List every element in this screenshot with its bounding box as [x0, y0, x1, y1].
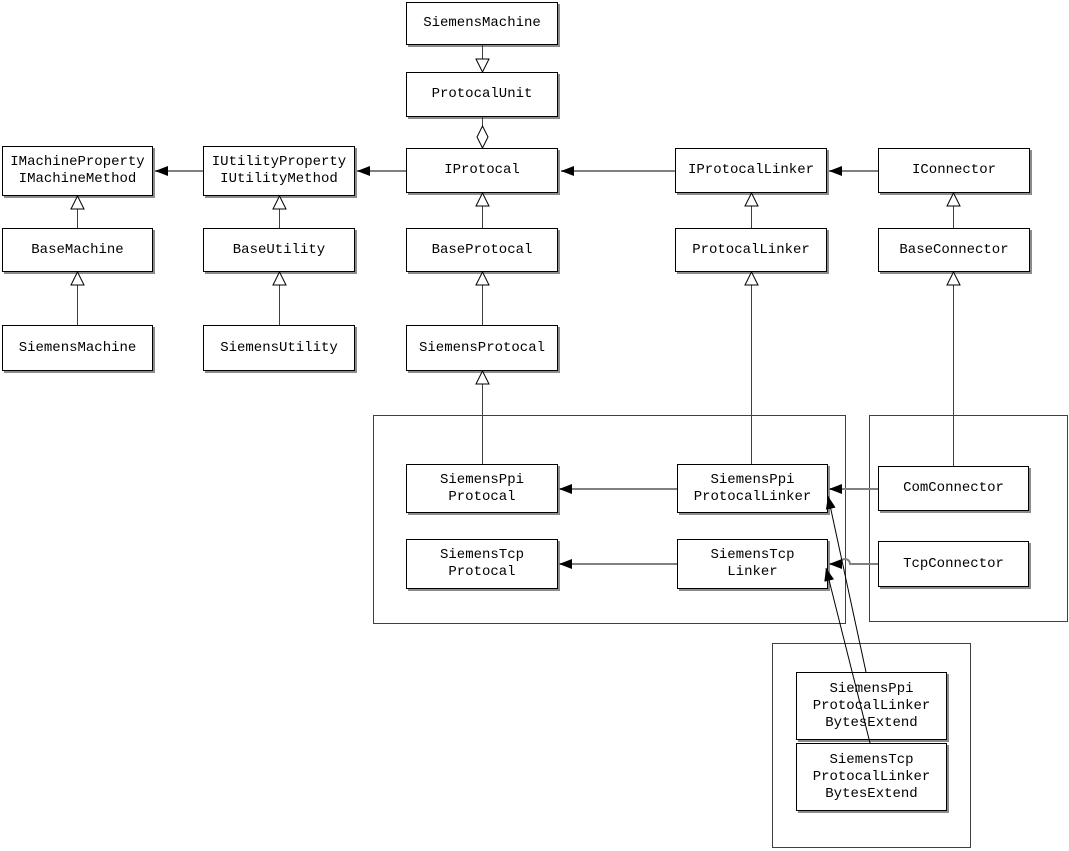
class-box-iutilityproperty-iutilitymethod[interactable]: IUtilityProperty IUtilityMethod	[203, 146, 355, 196]
class-name-label: BaseProtocal	[431, 241, 533, 258]
class-box-baseutility[interactable]: BaseUtility	[203, 228, 355, 272]
class-name-label: SiemensMachine	[423, 15, 541, 31]
class-name-label: SiemensProtocal	[418, 339, 546, 356]
class-box-siemensppi-protocallinker[interactable]: SiemensPpi ProtocalLinker	[677, 464, 828, 513]
class-box-iprotocallinker[interactable]: IProtocalLinker	[675, 148, 827, 193]
class-box-iprotocal[interactable]: IProtocal	[406, 148, 558, 193]
class-box-protocalunit[interactable]: ProtocalUnit	[406, 72, 558, 117]
class-name-label: IProtocal	[444, 162, 520, 178]
class-name-label: SiemensTcp ProtocalLinker BytesExtend	[812, 751, 931, 802]
group-frame-connectors	[869, 415, 1068, 622]
class-box-comconnector[interactable]: ComConnector	[878, 466, 1029, 511]
class-name-label: SiemensPpi ProtocalLinker BytesExtend	[812, 680, 931, 731]
group-frame-protocal-linker	[373, 415, 846, 624]
class-box-iconnector[interactable]: IConnector	[878, 148, 1030, 193]
assoc-ppibytesextend-to-ppilinker	[825, 495, 867, 673]
assoc-tcpconnector-to-tcplinker	[829, 558, 878, 569]
class-box-siemenstcp-protocallinker-bytesextend[interactable]: SiemensTcp ProtocalLinker BytesExtend	[796, 743, 947, 811]
class-box-imachineproperty-imachinemethod[interactable]: IMachineProperty IMachineMethod	[2, 146, 153, 196]
class-name-label: BaseConnector	[899, 241, 1009, 258]
aggregation-diamond	[476, 124, 489, 150]
class-box-siemenstcp-protocal[interactable]: SiemensTcp Protocal	[406, 539, 558, 589]
class-box-protocallinker[interactable]: ProtocalLinker	[675, 228, 827, 272]
class-box-siemensmachine[interactable]: SiemensMachine	[2, 325, 153, 371]
class-name-label: IMachineProperty IMachineMethod	[10, 154, 145, 187]
class-name-label: ProtocalLinker	[692, 241, 810, 258]
class-box-baseconnector[interactable]: BaseConnector	[878, 228, 1030, 272]
class-name-label: ComConnector	[903, 480, 1004, 496]
class-name-label: SiemensPpi ProtocalLinker	[693, 471, 812, 505]
class-box-siemensmachine-top[interactable]: SiemensMachine	[406, 2, 558, 45]
class-name-label: IProtocalLinker	[687, 162, 815, 178]
class-box-siemensppi-protocal[interactable]: SiemensPpi Protocal	[406, 464, 558, 513]
class-box-siemensppi-protocallinker-bytesextend[interactable]: SiemensPpi ProtocalLinker BytesExtend	[796, 672, 947, 740]
class-name-label: SiemensPpi Protocal	[439, 471, 524, 505]
class-box-siemenstcp-linker[interactable]: SiemensTcp Linker	[677, 539, 828, 589]
class-box-siemensprotocal[interactable]: SiemensProtocal	[406, 325, 558, 371]
class-name-label: SiemensUtility	[220, 339, 338, 356]
class-name-label: SiemensTcp Protocal	[439, 547, 524, 580]
class-name-label: SiemensTcp Linker	[710, 547, 795, 580]
class-box-basemachine[interactable]: BaseMachine	[2, 228, 153, 272]
class-name-label: SiemensMachine	[18, 339, 137, 356]
class-name-label: BaseMachine	[31, 241, 124, 258]
class-box-baseprotocal[interactable]: BaseProtocal	[406, 228, 558, 272]
class-box-siemensutility[interactable]: SiemensUtility	[203, 325, 355, 371]
class-name-label: BaseUtility	[232, 241, 326, 258]
class-name-label: ProtocalUnit	[431, 86, 533, 102]
hollow-arrow-down	[475, 58, 490, 74]
class-box-tcpconnector[interactable]: TcpConnector	[878, 541, 1029, 587]
class-name-label: IConnector	[911, 162, 996, 178]
class-name-label: TcpConnector	[903, 555, 1004, 572]
class-name-label: IUtilityProperty IUtilityMethod	[211, 154, 347, 187]
